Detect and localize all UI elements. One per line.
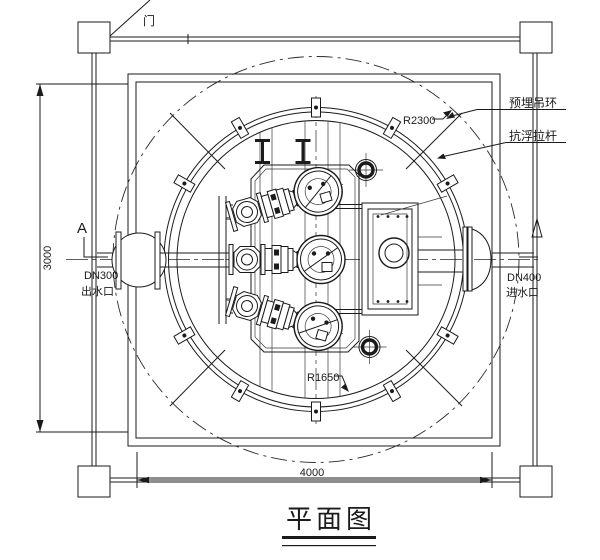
pump-assembly-top	[218, 160, 351, 242]
corner-columns	[78, 22, 552, 497]
tie-rod-label: 抗浮拉杆	[509, 128, 557, 143]
i-beam-brackets	[255, 141, 311, 163]
outlet-pipe-dn300	[97, 196, 233, 324]
outlet-name-label: 出水口	[81, 284, 114, 298]
tank-inner-ring	[177, 121, 455, 399]
dimension-vertical-label: 3000	[42, 246, 54, 270]
chamber-leader-line	[381, 196, 447, 215]
door	[110, 0, 188, 44]
title-underline-thin	[282, 545, 376, 547]
drawing-title-block: 平面图	[282, 504, 376, 547]
column-top-left	[78, 22, 110, 53]
callout-r1650: R1650	[307, 372, 349, 392]
column-bottom-right	[520, 466, 552, 497]
screen-chamber	[336, 196, 464, 315]
column-bottom-left	[78, 466, 110, 497]
outlet-dn-label: DN300	[84, 270, 118, 282]
anchor-circle-r2300	[113, 57, 519, 463]
section-letter-left: A	[77, 220, 87, 237]
pump-assembly-middle	[224, 234, 348, 285]
dimension-horizontal-label: 4000	[300, 467, 324, 479]
callout-lifting-ring: 预埋吊环	[446, 96, 566, 119]
chamber-bolts	[376, 215, 409, 303]
door-label: 门	[143, 13, 155, 28]
inlet-pipe-dn400	[463, 227, 534, 291]
callout-tie-rod: 抗浮拉杆	[437, 128, 566, 159]
lifting-ring-label: 预埋吊环	[509, 96, 557, 110]
door-swing-line	[110, 0, 150, 36]
dimension-horizontal-4000: 4000	[137, 452, 492, 488]
section-mark-right	[519, 219, 542, 257]
pump-assembly-bottom	[218, 276, 351, 358]
anti-float-tie-rods	[170, 113, 462, 406]
title-underline-thick	[282, 536, 376, 539]
drawing-title: 平面图	[286, 504, 376, 534]
lifting-ring-bottom	[350, 328, 389, 366]
section-mark-left: A	[77, 220, 108, 257]
inlet-dn-label: DN400	[507, 272, 541, 284]
column-top-right	[520, 22, 552, 53]
inlet-name-label: 进水口	[506, 286, 539, 299]
dimension-vertical-3000: 3000	[36, 84, 128, 432]
callout-r2300: R2300	[403, 110, 452, 127]
lifting-ring-top	[347, 151, 385, 189]
radius-inner-label: R1650	[307, 372, 339, 384]
platform-octagon	[251, 165, 359, 352]
radius-outer-label: R2300	[403, 115, 435, 127]
